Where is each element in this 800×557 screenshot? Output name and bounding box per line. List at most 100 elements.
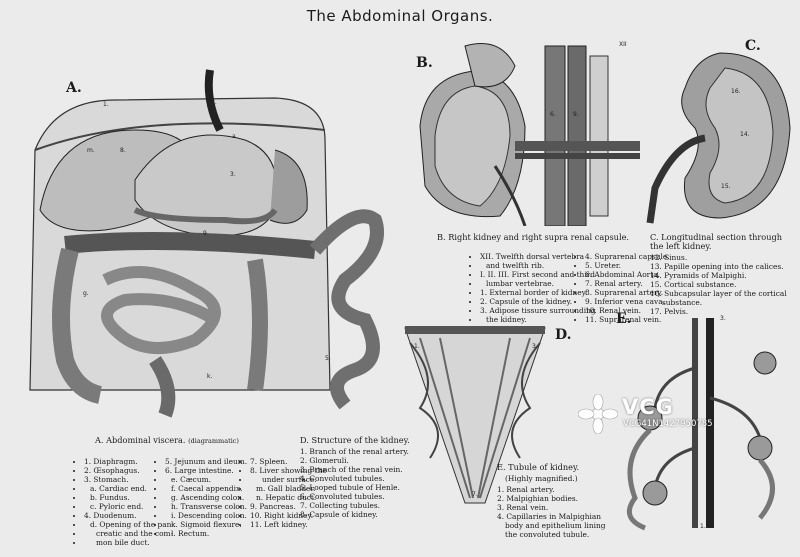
svg-text:3.: 3. [230,171,236,178]
list-item: and twelfth rib. [480,261,596,270]
list-item: I. II. III. First second and third [480,270,596,279]
vcg-logo-icon [578,394,618,434]
list-item: lumbar vertebrae. [480,279,596,288]
list-item: 6. Abdominal Aorta. [585,270,670,279]
list-item: 7. Collecting tubules. [300,501,381,510]
list-item: 6. Large intestine. [165,466,247,475]
list-item: n. Hepatic duct. [250,493,327,502]
list-item: 5. Ureter. [585,261,670,270]
list-item: 5. Looped tubule of Henle. [300,483,400,492]
list-item: 3. Stomach. [84,475,174,484]
list-item: d. Opening of the pan- [84,520,174,529]
list-item: 4. Suprarenal capsule. [585,252,670,261]
list-item: 3. Renal vein. [497,503,549,512]
figure-c-letter: C. [745,38,761,54]
svg-text:k.: k. [207,373,212,380]
caption-a-col2: 5. Jejunum and ileum. 6. Large intestine… [125,457,247,538]
list-item: 3. Adipose tissure surrounding [480,306,596,315]
list-item: 4. Capillaries in Malpighian [497,512,602,521]
list-item: 14. Pyramids of Malpighi. [650,271,747,280]
list-item: under surface. [250,475,327,484]
list-item: 3. Branch of the renal vein. [300,465,403,474]
figure-d-illustration: 1. 3. 7. [404,326,546,504]
list-item: c. Pyloric end. [84,502,174,511]
list-item: h. Transverse colon. [165,502,247,511]
list-item: the convoluted tubule. [505,530,590,539]
list-item: g. Ascending colon. [165,493,247,502]
figure-a-letter: A. [66,80,82,96]
watermark: VCG VCG41N1427950785 [578,392,798,438]
list-item: 10. Right kidney. [250,511,327,520]
caption-a-col1: 1. Diaphragm. 2. Œsophagus. 3. Stomach. … [44,457,174,547]
list-item: 17. Pelvis. [650,307,689,316]
list-item: k. Sigmoid flexure. [165,520,247,529]
svg-text:15.: 15. [721,183,731,190]
list-item: 2. Malpighian bodies. [497,494,578,503]
plate-title: The Abdominal Organs. [306,7,494,25]
figure-c-illustration: 16. 14. 15. [646,52,791,224]
list-item: 6. Convoluted tubules. [300,492,385,501]
svg-text:1.: 1. [700,523,706,530]
caption-a-heading-note: (diagrammatic) [188,437,239,445]
list-item: m. Gall bladder. [250,484,327,493]
list-item: 7. Renal artery. [585,279,670,288]
caption-a-heading: A. Abdominal viscera. [95,435,186,445]
list-item: f. Caecal appendix. [165,484,247,493]
list-item: 15. Cortical substance. [650,280,737,289]
caption-b-col1: XII. Twelfth dorsal vertebra and twelfth… [440,252,596,324]
figure-b-illustration: XII 6. 9. [419,41,640,226]
svg-text:3.: 3. [532,343,538,350]
caption-d: D. Structure of the kidney. 1. Branch of… [300,435,410,520]
list-item: 2. Capsule of the kidney. [480,297,596,306]
list-item: 4. Duodenum. [84,511,174,520]
list-item: b. Fundus. [84,493,174,502]
list-item: 1. External border of kidney. [480,288,596,297]
caption-c: C. Longitudinal section through the left… [650,233,795,317]
svg-text:14.: 14. [740,131,750,138]
list-item: 8. Suprarenal artery. [585,288,670,297]
svg-text:5.: 5. [325,355,331,362]
list-item: 9. Pancreas. [250,502,327,511]
list-item: 10. Renal vein. [585,306,670,315]
svg-text:3.: 3. [720,315,726,322]
watermark-brand: VCG [622,395,674,419]
caption-b-heading: B. Right kidney and right supra renal ca… [437,232,630,242]
svg-text:XII: XII [619,41,627,48]
watermark-id: VCG41N1427950785 [623,419,713,429]
list-item: 8. Liver showing the [250,466,327,475]
list-item: body and epithelium lining [505,521,606,530]
caption-d-heading: D. Structure of the kidney. [300,435,410,445]
svg-text:6.: 6. [550,111,556,118]
list-item: e. Cæcum. [165,475,247,484]
caption-e-heading-note: (Highly magnified.) [505,474,578,483]
list-item: substance. [662,298,703,307]
list-item: 2. Glomeruli. [300,456,349,465]
caption-b-col2: 4. Suprarenal capsule. 5. Ureter. 6. Abd… [545,252,670,324]
figure-e-illustration: 3. 1. [626,315,777,531]
svg-text:1.: 1. [414,343,420,350]
svg-text:g.: g. [83,290,89,297]
list-item: 5. Jejunum and ileum. [165,457,247,466]
svg-text:2.: 2. [211,99,217,106]
svg-text:1.: 1. [103,101,109,108]
list-item: 9. Inferior vena cava. [585,297,670,306]
svg-text:9.: 9. [203,230,209,237]
list-item: XII. Twelfth dorsal vertebra [480,252,596,261]
list-item: 2. Œsophagus. [84,466,174,475]
list-item: 11. Left kidney. [250,520,327,529]
caption-a-col3: 7. Spleen. 8. Liver showing the under su… [210,457,327,529]
figure-b-letter: B. [416,55,433,71]
list-item: 11. Suprarenal vein. [585,315,670,324]
caption-e: E. Tubule of kidney. (Highly magnified.)… [497,462,617,540]
caption-e-heading: E. Tubule of kidney. [497,462,580,472]
list-item: i. Descending colon. [165,511,247,520]
list-item: a. Cardiac end. [84,484,174,493]
list-item: creatic and the com- [84,529,174,538]
list-item: 1. Renal artery. [497,485,555,494]
svg-text:m.: m. [87,147,95,154]
svg-text:8.: 8. [120,147,126,154]
list-item: l. Rectum. [165,529,247,538]
list-item: 12. Sinus. [650,253,688,262]
figure-a-illustration: 1. 2. a. 3. m. 8. g. 9. 5. k. [29,69,384,418]
